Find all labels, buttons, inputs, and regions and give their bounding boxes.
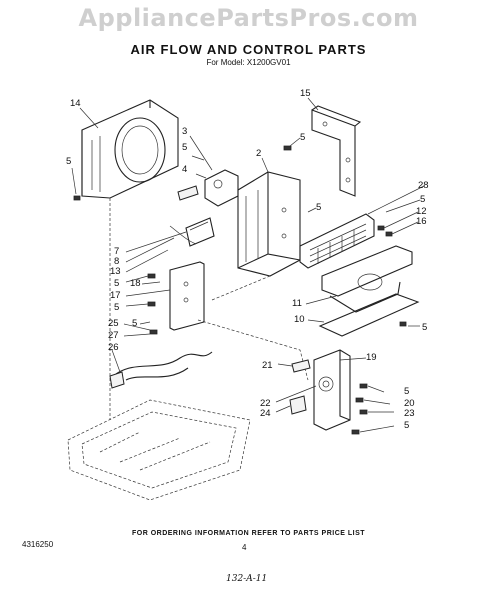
- callout-8: 8: [114, 256, 119, 267]
- callout-5: 5: [422, 322, 427, 333]
- callout-3: 3: [182, 126, 187, 137]
- part-screw: [283, 145, 292, 151]
- part-bracket: [311, 105, 362, 197]
- document-code: 4316250: [22, 540, 54, 549]
- part-louver: [299, 213, 375, 269]
- callout-5: 5: [182, 142, 187, 153]
- part-switch-small: [289, 395, 307, 415]
- callout-23: 23: [404, 408, 415, 419]
- callout-5: 5: [316, 202, 321, 213]
- part-clip: [291, 359, 311, 373]
- callout-27: 27: [108, 330, 119, 341]
- callout-13: 13: [110, 266, 121, 277]
- callout-20: 20: [404, 398, 415, 409]
- callout-12: 12: [416, 206, 427, 217]
- callout-5: 5: [404, 386, 409, 397]
- model-subtitle: For Model: X1200GV01: [206, 58, 291, 67]
- watermark: AppliancePartsPros.com: [78, 4, 419, 32]
- callout-5: 5: [66, 156, 71, 167]
- callout-26: 26: [108, 342, 119, 353]
- callout-5: 5: [300, 132, 305, 143]
- ordering-note: FOR ORDERING INFORMATION REFER TO PARTS …: [131, 530, 366, 537]
- part-switch: [185, 217, 215, 247]
- callout-5: 5: [404, 420, 409, 431]
- part-screw: [73, 195, 81, 201]
- callout-10: 10: [294, 314, 305, 325]
- part-screw: [147, 273, 158, 335]
- callout-22: 22: [260, 398, 271, 409]
- callout-4: 4: [182, 164, 187, 175]
- part-wire: [169, 225, 197, 245]
- part-base-assembly: [318, 245, 420, 337]
- part-front-panel: [81, 99, 179, 199]
- part-lower-bracket: [169, 261, 205, 331]
- part-thermostat: [204, 169, 239, 207]
- callout-5: 5: [114, 278, 119, 289]
- part-wire-harness: [109, 351, 213, 389]
- callout-24: 24: [260, 408, 271, 419]
- part-control-housing: [237, 171, 301, 277]
- part-control-block: [313, 349, 351, 431]
- callout-18: 18: [130, 278, 141, 289]
- callout-14: 14: [70, 98, 81, 109]
- callout-19: 19: [366, 352, 377, 363]
- part-small-clip: [177, 185, 199, 201]
- callout-5: 5: [132, 318, 137, 329]
- callout-leaders: [71, 97, 425, 433]
- page-number: 4: [242, 543, 247, 552]
- callout-5: 5: [420, 194, 425, 205]
- callout-25: 25: [108, 318, 119, 329]
- part-base-pan: [67, 399, 251, 501]
- callout-2: 2: [256, 148, 261, 159]
- callout-5: 5: [114, 302, 119, 313]
- callout-28: 28: [418, 180, 429, 191]
- leader-lines: [109, 198, 309, 420]
- part-screw: [351, 383, 368, 435]
- callout-15: 15: [300, 88, 311, 99]
- callout-21: 21: [262, 360, 273, 371]
- handwritten-note: 132-A-11: [226, 574, 268, 584]
- callout-7: 7: [114, 246, 119, 257]
- callout-11: 11: [292, 298, 302, 309]
- part-screw: [377, 225, 407, 327]
- page-title: AIR FLOW AND CONTROL PARTS: [130, 42, 367, 57]
- callout-labels: 14 5 15 5 3 5 4 2 28 5 12 16 5 7 8 13 5 …: [66, 88, 429, 431]
- callout-17: 17: [110, 290, 121, 301]
- callout-16: 16: [416, 216, 427, 227]
